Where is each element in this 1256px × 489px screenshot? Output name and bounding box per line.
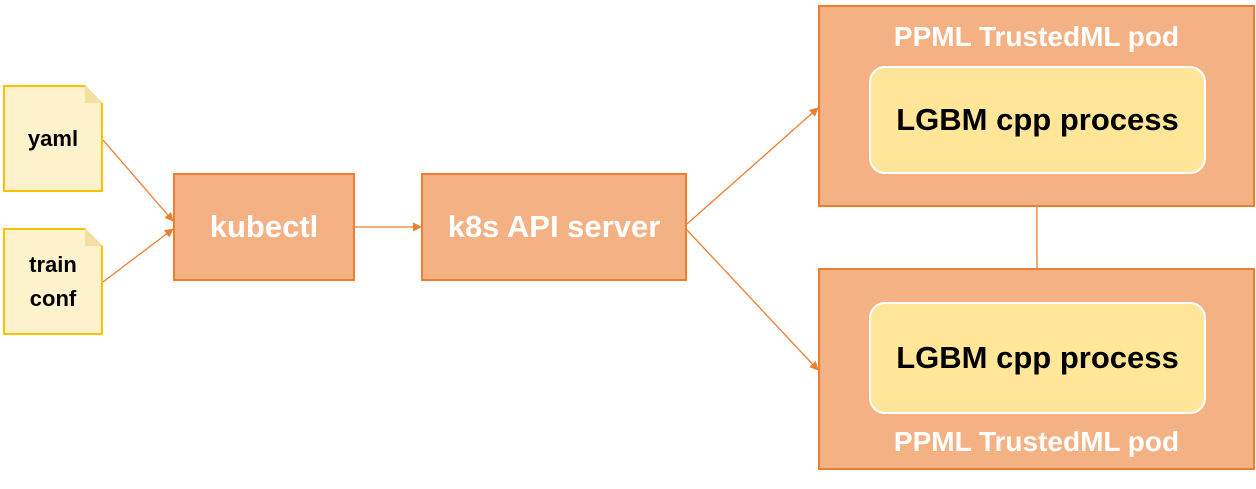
arrow-trainconf-to-kubectl — [102, 228, 174, 283]
pod-bottom-title: PPML TrustedML pod — [893, 426, 1180, 457]
yaml-document-label: yaml — [27, 125, 79, 151]
kubectl-node: kubectl — [173, 173, 355, 281]
kubectl-label: kubectl — [209, 209, 319, 244]
arrow-yaml-to-kubectl — [102, 139, 174, 222]
train-conf-label-line2: conf — [29, 285, 77, 311]
arrow-api-server-to-pod-top — [686, 107, 819, 225]
pod-top-title: PPML TrustedML pod — [893, 21, 1180, 52]
api-server-label: k8s API server — [447, 209, 661, 244]
trustedml-pod-bottom: LGBM cpp process PPML TrustedML pod — [818, 268, 1255, 470]
lgbm-process-bottom: LGBM cpp process — [869, 302, 1206, 414]
train-conf-label-line1: train — [29, 251, 77, 277]
api-server-node: k8s API server — [421, 173, 687, 281]
train-conf-document: train conf — [3, 228, 103, 335]
lgbm-process-top: LGBM cpp process — [869, 66, 1206, 174]
yaml-document: yaml — [3, 85, 103, 192]
trustedml-pod-top: PPML TrustedML pod LGBM cpp process — [818, 5, 1255, 207]
lgbm-process-top-label: LGBM cpp process — [896, 102, 1179, 137]
arrow-api-server-to-pod-bottom — [686, 229, 819, 371]
lgbm-process-bottom-label: LGBM cpp process — [896, 340, 1179, 375]
